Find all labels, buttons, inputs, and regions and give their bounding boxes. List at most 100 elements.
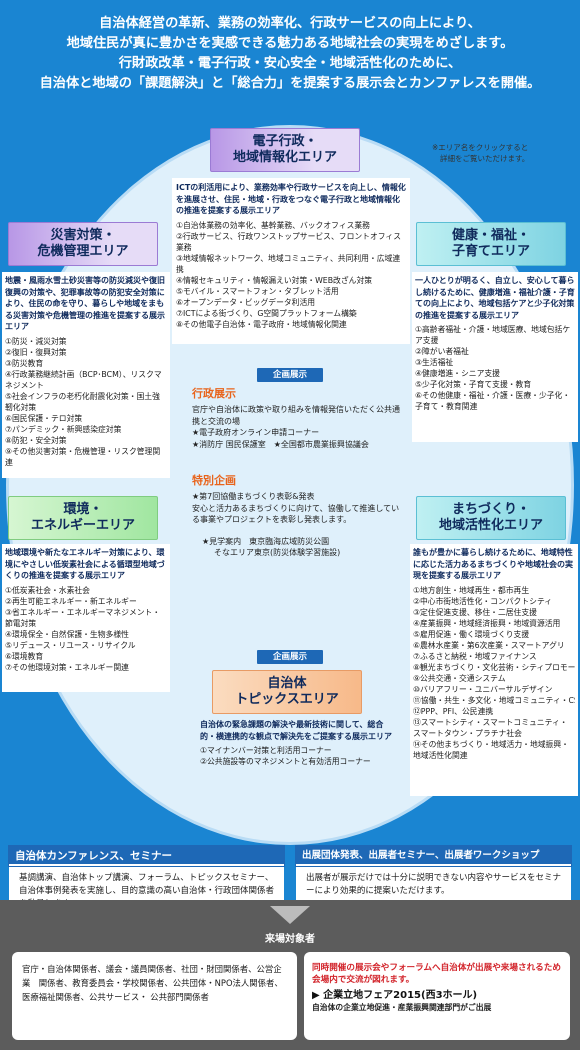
audience-concurrent: 同時開催の展示会やフォーラムへ自治体が出展や来場されるため会場内で交流が図れます…	[304, 952, 570, 1040]
special-exhibit-title[interactable]: 特別企画	[192, 474, 236, 487]
fair-subtitle: 自治体の企業立地促進・産業振興関連部門がご出展	[312, 1003, 492, 1012]
topics-area-items: ①マイナンバー対策と利活用コーナー ②公共施設等のマネジメントと有効活用コーナー	[200, 745, 392, 767]
list-item: ④産業振興・地域経済振興・地域資源活用	[413, 618, 561, 628]
disaster-area-button[interactable]: 災害対策・ 危機管理エリア	[8, 222, 158, 266]
exhibitor-body: 出展者が展示だけでは十分に説明できない内容やサービスをセミナーにより効果的に提案…	[306, 873, 562, 896]
list-item: ③生活福祉	[415, 358, 454, 367]
special-exhibit-desc: 安心と活力あるまちづくりに向けて、協働して推進している事業やプロジェクトを表彰し…	[192, 503, 400, 525]
admin-exhibit-title[interactable]: 行政展示	[192, 387, 236, 400]
health-area-title-2: 子育てエリア	[451, 244, 530, 259]
list-item: ④行政業務継続計画（BCP･BCM）、リスクマネジメント	[5, 369, 162, 390]
topics-area-title-1: 自治体	[267, 676, 307, 691]
list-item: ⑥農林水産業・第6次産業・スマートアグリ	[413, 640, 565, 650]
click-note: ※エリア名をクリックすると 詳細をご覧いただけます。	[432, 142, 529, 164]
click-note-line-2: 詳細をご覧いただけます。	[440, 154, 530, 163]
list-item: ⑫PPP、PFI、公民連携	[413, 706, 494, 716]
topics-area-title-2: トピックスエリア	[235, 692, 339, 707]
list-item: ③地域情報ネットワーク、地域コミュニティ、共同利用・広域連携	[176, 253, 401, 274]
conference-title[interactable]: 自治体カンファレンス、セミナー	[8, 845, 285, 867]
list-item: ①マイナンバー対策と利活用コーナー	[200, 746, 332, 755]
list-item: ⑤社会インフラの老朽化耐震化対策・国土強靭化対策	[5, 391, 160, 412]
town-area-items: ①地方創生・地域再生・都市再生 ②中心市街地活性化・コンパクトシティ ③定住促進…	[413, 585, 575, 761]
list-item: ⑧防犯・安全対策	[5, 435, 67, 445]
disaster-area-title-2: 危機管理エリア	[37, 244, 129, 259]
headline: 自治体経営の革新、業務の効率化、行政サービスの向上により、 地域住民が真に豊かさ…	[0, 14, 580, 94]
list-item: ③定住促進支援、移住・二居住支援	[413, 607, 537, 617]
list-item: ②障がい者福祉	[415, 347, 469, 356]
topics-area-lead: 自治体の緊急課題の解決や最新技術に関して、総合的・横連携的な観点で解決先をご提案…	[200, 720, 392, 741]
list-item: ⑭その他まちづくり・地域活力・地域振興・地域活性化関連	[413, 739, 569, 760]
health-area-lead: 一人ひとりが明るく、自立し、安心して暮らし続けるために、健康増進・福祉介護・子育…	[415, 276, 575, 320]
down-arrow-icon	[270, 906, 310, 924]
env-area-lead: 地域環境や新たなエネルギー対策により、環境にやさしい低炭素社会による循環型地域づ…	[5, 548, 165, 580]
list-item: ①地方創生・地域再生・都市再生	[413, 585, 530, 595]
topics-area-panel: 自治体の緊急課題の解決や最新技術に関して、総合的・横連携的な観点で解決先をご提案…	[196, 716, 396, 796]
list-item: ⑥環境教育	[5, 651, 44, 661]
egov-area-title-1: 電子行政・	[252, 134, 318, 149]
town-area-lead: 誰もが豊かに暮らし続けるために、地域特性に応じた活力あるまちづくりや地域社会の実…	[413, 548, 573, 580]
list-item: ③防災教育	[5, 358, 44, 368]
egov-area-title-2: 地域情報化エリア	[232, 150, 337, 165]
list-item: ①低炭素社会・水素社会	[5, 585, 90, 595]
list-item: ①防災・減災対策	[5, 336, 67, 346]
list-item: ③省エネルギー・エネルギーマネジメント・節電対策	[5, 607, 161, 628]
list-item: ②復旧・復興対策	[5, 347, 67, 357]
concurrent-note: 同時開催の展示会やフォーラムへ自治体が出展や来場されるため会場内で交流が図れます…	[312, 963, 561, 985]
list-item: ④環境保全・自然保護・生物多様性	[5, 629, 129, 639]
topics-area-button[interactable]: 自治体 トピックスエリア	[212, 670, 362, 714]
fair-link[interactable]: ▶ 企業立地フェア2015(西3ホール)	[312, 990, 478, 1001]
audience-title: 来場対象者	[265, 934, 315, 945]
audience-list: 官庁・自治体関係者、議会・議員関係者、社団・財団関係者、公営企業 関係者、教育委…	[12, 952, 297, 1040]
list-item: ⑪協働・共生・多文化・地域コミュニティ・CSR支援	[413, 695, 575, 705]
disaster-area-panel: 地震・風雨水雪土砂災害等の防災減災や復旧復興の対策や、犯罪事故等の防犯安全対策に…	[2, 272, 170, 478]
list-item: ①自治体業務の効率化、基幹業務、バックオフィス業務	[176, 220, 370, 230]
egov-area-lead: ICTの利活用により、業務効率や行政サービスを向上し、情報化を進展させ、住民・地…	[176, 183, 406, 215]
list-item: ⑦ふるさと納税・地域ファイナンス	[413, 651, 537, 661]
health-area-panel: 一人ひとりが明るく、自立し、安心して暮らし続けるために、健康増進・福祉介護・子育…	[412, 272, 578, 442]
env-area-title-1: 環境・	[63, 502, 103, 517]
list-item: ②再生可能エネルギー・新エネルギー	[5, 596, 137, 606]
list-item: ⑦ICTによる街づくり、G空間プラットフォーム構築	[176, 308, 357, 318]
list-item: ⑥その他健康・福祉・介護・医療・少子化・子育て・教育関連	[415, 391, 571, 411]
env-area-button[interactable]: 環境・ エネルギーエリア	[8, 496, 158, 540]
list-item: ⑦その他環境対策・エネルギー関連	[5, 662, 129, 672]
env-area-items: ①低炭素社会・水素社会 ②再生可能エネルギー・新エネルギー ③省エネルギー・エネ…	[5, 585, 167, 673]
egov-area-button[interactable]: 電子行政・ 地域情報化エリア	[210, 128, 360, 172]
disaster-area-title-1: 災害対策・	[50, 228, 116, 243]
list-item: ②行政サービス、行政ワンストップサービス、フロントオフィス業務	[176, 231, 401, 252]
list-item: ⑤雇用促進・働く環境づくり支援	[413, 629, 530, 639]
env-area-title-2: エネルギーエリア	[30, 518, 135, 533]
headline-line-4: 自治体と地域の「課題解決」と「総合力」を提案する展示会とカンファレスを開催。	[39, 76, 541, 91]
list-item: ★見学案内 東京臨海広域防災公園	[202, 536, 330, 546]
list-item: ⑥オープンデータ・ビッグデータ利活用	[176, 297, 316, 307]
admin-exhibit-desc: 官庁や自治体に政策や取り組みを情報発信いただく公共通携と交流の場	[192, 405, 400, 426]
list-item: ★消防庁 国民保護室 ★全国都市農業振興協議会	[192, 439, 369, 449]
health-area-items: ①高齢者福祉・介護・地域医療、地域包括ケア支援 ②障がい者福祉 ③生活福祉 ④健…	[415, 324, 575, 412]
click-note-line-1: ※エリア名をクリックすると	[432, 143, 529, 152]
corp-exhibit-label-1: 企画展示	[257, 368, 323, 382]
list-item: ⑤少子化対策・子育て支援・教育	[415, 380, 532, 389]
exhibitor-title[interactable]: 出展団体発表、出展者セミナー、出展者ワークショップ	[295, 845, 572, 867]
disaster-area-items: ①防災・減災対策 ②復旧・復興対策 ③防災教育 ④行政業務継続計画（BCP･BC…	[5, 336, 167, 468]
town-area-button[interactable]: まちづくり・ 地域活性化エリア	[416, 496, 566, 540]
egov-area-items: ①自治体業務の効率化、基幹業務、バックオフィス業務 ②行政サービス、行政ワンスト…	[176, 220, 406, 330]
list-item: ★第7回協働まちづくり表彰&発表	[192, 492, 315, 501]
list-item: ⑩バリアフリー・ユニバーサルデザイン	[413, 684, 553, 694]
admin-exhibit-block: 行政展示 官庁や自治体に政策や取り組みを情報発信いただく公共通携と交流の場 ★電…	[192, 385, 404, 450]
health-area-title-1: 健康・福祉・	[451, 228, 530, 243]
list-item: ②中心市街地活性化・コンパクトシティ	[413, 596, 553, 606]
list-item: そなエリア東京(防災体験学習施設)	[214, 548, 341, 557]
disaster-area-lead: 地震・風雨水雪土砂災害等の防災減災や復旧復興の対策や、犯罪事故等の防犯安全対策に…	[5, 276, 165, 331]
town-area-title-1: まちづくり・	[451, 502, 530, 517]
health-area-button[interactable]: 健康・福祉・ 子育てエリア	[416, 222, 566, 266]
headline-line-3: 行財政改革・電子行政・安心安全・地域活性化のために、	[118, 56, 462, 71]
list-item: ②公共施設等のマネジメントと有効活用コーナー	[200, 757, 371, 766]
list-item: ④情報セキュリティ・情報漏えい対策・WEB改ざん対策	[176, 275, 373, 285]
list-item: ④健康増進・シニア支援	[415, 369, 500, 378]
list-item: ⑬スマートシティ・スマートコミュニティ・スマートタウン・プラチナ社会	[413, 717, 568, 738]
list-item: ⑨公共交通・交通システム	[413, 673, 506, 683]
list-item: ⑧観光まちづくり・文化芸術・シティプロモーション	[413, 662, 575, 672]
town-area-panel: 誰もが豊かに暮らし続けるために、地域特性に応じた活力あるまちづくりや地域社会の実…	[410, 544, 578, 796]
env-area-panel: 地域環境や新たなエネルギー対策により、環境にやさしい低炭素社会による循環型地域づ…	[2, 544, 170, 692]
headline-line-2: 地域住民が真に豊かさを実感できる魅力ある地域社会の実現をめざします。	[66, 36, 514, 51]
